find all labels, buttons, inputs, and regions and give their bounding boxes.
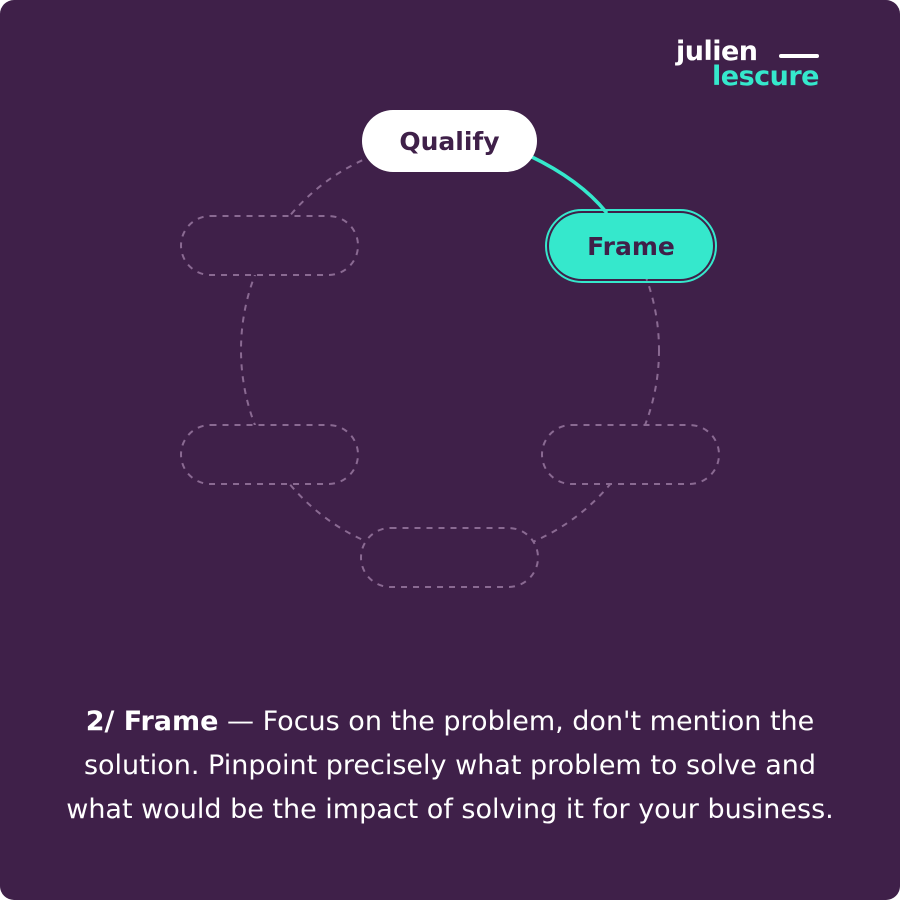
step-placeholder-lower-right <box>541 424 720 485</box>
step-qualify: Qualify <box>362 110 537 172</box>
step-frame: Frame <box>549 213 713 279</box>
brand-logo: julien lescure <box>676 38 826 98</box>
step-description-lead: 2/ Frame <box>85 706 219 737</box>
step-qualify-label: Qualify <box>399 126 500 156</box>
step-placeholder-lower-left <box>180 424 359 485</box>
progress-arc <box>528 154 608 214</box>
step-description-text: — Focus on the problem, don't mention th… <box>66 706 834 825</box>
logo-last-name: lescure <box>712 61 820 92</box>
logo-dash <box>779 54 819 58</box>
step-placeholder-bottom <box>360 527 539 588</box>
step-frame-ring <box>545 209 717 283</box>
step-description: 2/ Frame — Focus on the problem, don't m… <box>60 700 840 832</box>
step-placeholder-upper-left <box>180 215 359 276</box>
step-frame-label: Frame <box>587 231 675 261</box>
cycle-ring <box>240 140 660 560</box>
logo-first-name: julien <box>676 36 758 67</box>
process-cycle-diagram <box>180 140 720 588</box>
